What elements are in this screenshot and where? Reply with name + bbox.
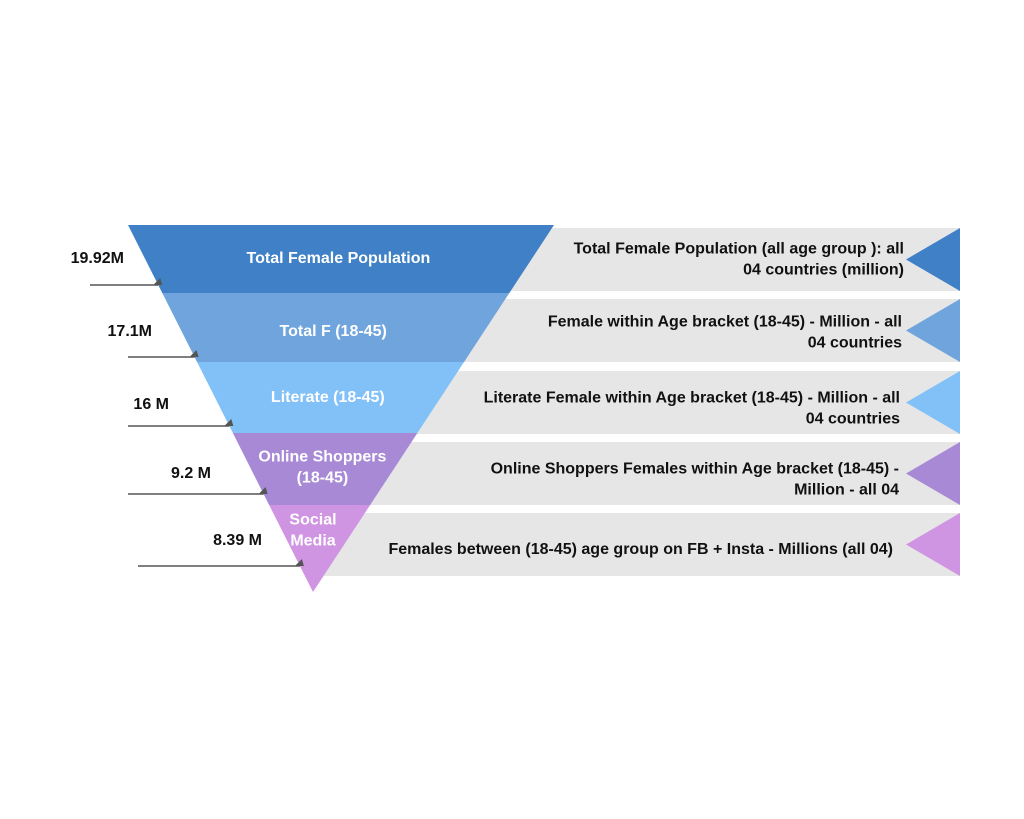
funnel-segment <box>162 293 510 362</box>
value-leaders <box>90 278 304 567</box>
stage-value: 19.92M <box>71 250 124 267</box>
funnel-segment-label: Online Shoppers <box>258 449 386 466</box>
funnel-segment-label: Literate (18-45) <box>271 389 385 406</box>
stage-description: 04 countries (million) <box>743 262 904 279</box>
stage-description: Million - all 04 <box>794 482 899 499</box>
leader-pointer-icon <box>189 350 199 357</box>
band-arrow-icon <box>906 513 960 576</box>
stage-value: 8.39 M <box>213 532 262 549</box>
funnel-segment <box>269 505 371 592</box>
band-arrow-icon <box>906 442 960 505</box>
funnel-segment <box>128 225 554 293</box>
stage-value: 17.1M <box>108 323 152 340</box>
band-arrow-icon <box>906 299 960 362</box>
leader-pointer-icon <box>153 278 163 285</box>
funnel-segment-label: (18-45) <box>297 470 349 487</box>
funnel-segment <box>197 362 465 433</box>
description-band <box>368 442 960 505</box>
stage-value: 16 M <box>133 396 169 413</box>
funnel-segment-label: Total Female Population <box>247 250 431 267</box>
description-band <box>414 371 960 434</box>
leader-pointer-icon <box>294 559 304 566</box>
funnel-segment-label: Social <box>289 512 336 529</box>
stage-description: 04 countries <box>806 411 900 428</box>
value-labels: 19.92M 17.1M 16 M 9.2 M 8.39 M <box>71 250 262 549</box>
band-arrow-icon <box>906 371 960 434</box>
description-band <box>462 299 960 362</box>
funnel-segment <box>232 433 418 505</box>
stage-description: Total Female Population (all age group )… <box>574 241 904 258</box>
stage-description: 04 countries <box>808 335 902 352</box>
description-band <box>508 228 960 291</box>
stage-description: Online Shoppers Females within Age brack… <box>491 461 899 478</box>
description-band <box>321 513 960 576</box>
band-arrow-icon <box>906 228 960 291</box>
description-bands: Total Female Population (all age group )… <box>321 228 960 576</box>
stage-value: 9.2 M <box>171 465 211 482</box>
stage-description: Females between (18-45) age group on FB … <box>388 541 893 558</box>
leader-pointer-icon <box>258 487 268 494</box>
funnel-segment-label: Media <box>290 533 335 550</box>
stage-description: Female within Age bracket (18-45) - Mill… <box>548 314 902 331</box>
leader-pointer-icon <box>224 419 234 426</box>
funnel-segment-label: Total F (18-45) <box>280 323 387 340</box>
stage-description: Literate Female within Age bracket (18-4… <box>484 390 900 407</box>
